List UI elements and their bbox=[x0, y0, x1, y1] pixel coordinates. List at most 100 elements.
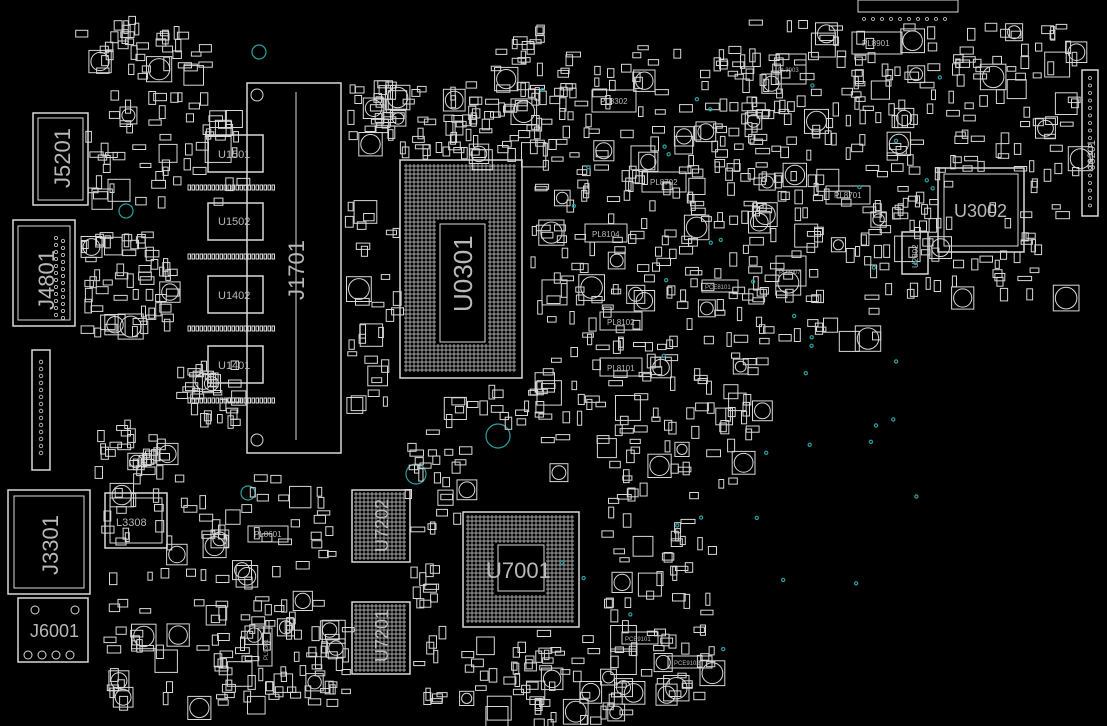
passive-component bbox=[867, 52, 876, 64]
passive-component bbox=[836, 56, 846, 68]
bga-ball bbox=[466, 619, 470, 623]
passive-component bbox=[130, 629, 144, 638]
bga-ball bbox=[408, 164, 412, 168]
bga-ball bbox=[444, 364, 448, 368]
bga-ball bbox=[498, 619, 502, 623]
capacitor-body bbox=[580, 276, 603, 299]
pin bbox=[61, 252, 66, 257]
bga-ball bbox=[490, 619, 494, 623]
bga-ball bbox=[370, 640, 374, 644]
bga-ball bbox=[488, 296, 492, 300]
passive-component bbox=[572, 670, 582, 683]
bga-ball bbox=[494, 599, 498, 603]
bga-ball bbox=[374, 620, 378, 624]
chip-u7202[interactable]: U7202 bbox=[351, 489, 411, 563]
bga-ball bbox=[370, 660, 374, 664]
passive-component bbox=[674, 135, 694, 155]
pl8601-label: PL8601 bbox=[254, 530, 282, 539]
bga-ball bbox=[366, 656, 370, 660]
bga-ball bbox=[378, 552, 382, 556]
bga-ball bbox=[448, 176, 452, 180]
chip-u3002[interactable]: U3002 bbox=[937, 167, 1025, 253]
passive-component bbox=[210, 529, 230, 549]
connector-j3301[interactable]: J3301 bbox=[7, 489, 91, 595]
chip-u7001[interactable]: U7001 bbox=[462, 511, 580, 628]
chip-u1501[interactable]: U1501 bbox=[207, 134, 264, 173]
bga-ball bbox=[362, 532, 366, 536]
passive-component bbox=[754, 133, 768, 141]
chip-u7201[interactable]: U7201 bbox=[351, 601, 411, 675]
chip-u1401[interactable]: U1401 bbox=[207, 345, 264, 384]
bga-ball bbox=[404, 348, 408, 352]
passive-component bbox=[200, 92, 209, 106]
pad bbox=[219, 253, 223, 260]
capacitor-body bbox=[609, 253, 624, 268]
passive-component bbox=[542, 657, 554, 664]
bga-ball bbox=[500, 196, 504, 200]
bga-ball bbox=[514, 531, 518, 535]
bga-ball bbox=[558, 607, 562, 611]
cap-pce9101[interactable]: PCE9101 bbox=[621, 631, 659, 645]
bga-ball bbox=[554, 547, 558, 551]
passive-component bbox=[756, 109, 771, 117]
bga-ball bbox=[402, 620, 406, 624]
bga-ball bbox=[370, 548, 374, 552]
passive-component bbox=[304, 685, 312, 699]
bga-ball bbox=[370, 636, 374, 640]
chip-u0301[interactable]: U0301 bbox=[399, 159, 523, 379]
bga-ball bbox=[490, 571, 494, 575]
bga-ball bbox=[570, 587, 574, 591]
connector-j6201-left[interactable] bbox=[31, 349, 51, 471]
bga-ball bbox=[476, 216, 480, 220]
bga-ball bbox=[428, 184, 432, 188]
bga-ball bbox=[526, 531, 530, 535]
bga-ball bbox=[546, 551, 550, 555]
passive-component bbox=[715, 60, 729, 66]
bga-ball bbox=[440, 176, 444, 180]
bga-ball bbox=[488, 196, 492, 200]
bga-ball bbox=[494, 615, 498, 619]
inductor-pl3003[interactable]: PL3003 bbox=[775, 53, 807, 85]
bga-ball bbox=[452, 348, 456, 352]
passive-component bbox=[391, 112, 405, 120]
bga-ball bbox=[514, 615, 518, 619]
passive-component bbox=[450, 95, 457, 109]
chip-u1502[interactable]: U1502 bbox=[207, 202, 264, 241]
inductor-pl8901[interactable]: PL8901 bbox=[851, 31, 903, 55]
bga-ball bbox=[504, 216, 508, 220]
pad bbox=[207, 397, 211, 404]
bga-ball bbox=[476, 368, 480, 372]
inductor-pl8701[interactable]: PL8701 bbox=[825, 185, 871, 205]
bga-ball bbox=[570, 619, 574, 623]
connector-j1701[interactable]: J1701 bbox=[246, 82, 342, 454]
passive-component bbox=[755, 162, 768, 168]
passive-component bbox=[388, 129, 394, 141]
chip-u1402[interactable]: U1402 bbox=[207, 275, 264, 314]
pin bbox=[38, 380, 44, 386]
bga-ball bbox=[492, 196, 496, 200]
bga-ball bbox=[408, 264, 412, 268]
inductor-pl8104[interactable]: PL8104 bbox=[584, 223, 628, 243]
passive-component bbox=[358, 132, 383, 157]
connector-j5201[interactable]: J5201 bbox=[32, 112, 89, 206]
connector-j4801[interactable]: J4801 bbox=[12, 219, 76, 327]
passive-component bbox=[694, 125, 702, 141]
passive-component bbox=[116, 425, 129, 431]
bga-ball bbox=[488, 208, 492, 212]
bga-ball bbox=[512, 220, 516, 224]
pad bbox=[255, 184, 259, 191]
connector-top[interactable] bbox=[857, 0, 959, 21]
bga-ball bbox=[550, 559, 554, 563]
bga-ball bbox=[416, 260, 420, 264]
bga-ball bbox=[570, 567, 574, 571]
passive-component bbox=[177, 62, 193, 69]
bga-ball bbox=[436, 208, 440, 212]
pad bbox=[203, 397, 207, 404]
bga-ball bbox=[460, 364, 464, 368]
bga-ball bbox=[496, 180, 500, 184]
connector-j6001[interactable]: J6001 bbox=[17, 597, 89, 663]
passive-component bbox=[465, 128, 472, 142]
passive-component bbox=[696, 654, 703, 668]
inductor-pl8102[interactable]: PL8102 bbox=[599, 311, 643, 331]
passive-component bbox=[94, 466, 103, 479]
